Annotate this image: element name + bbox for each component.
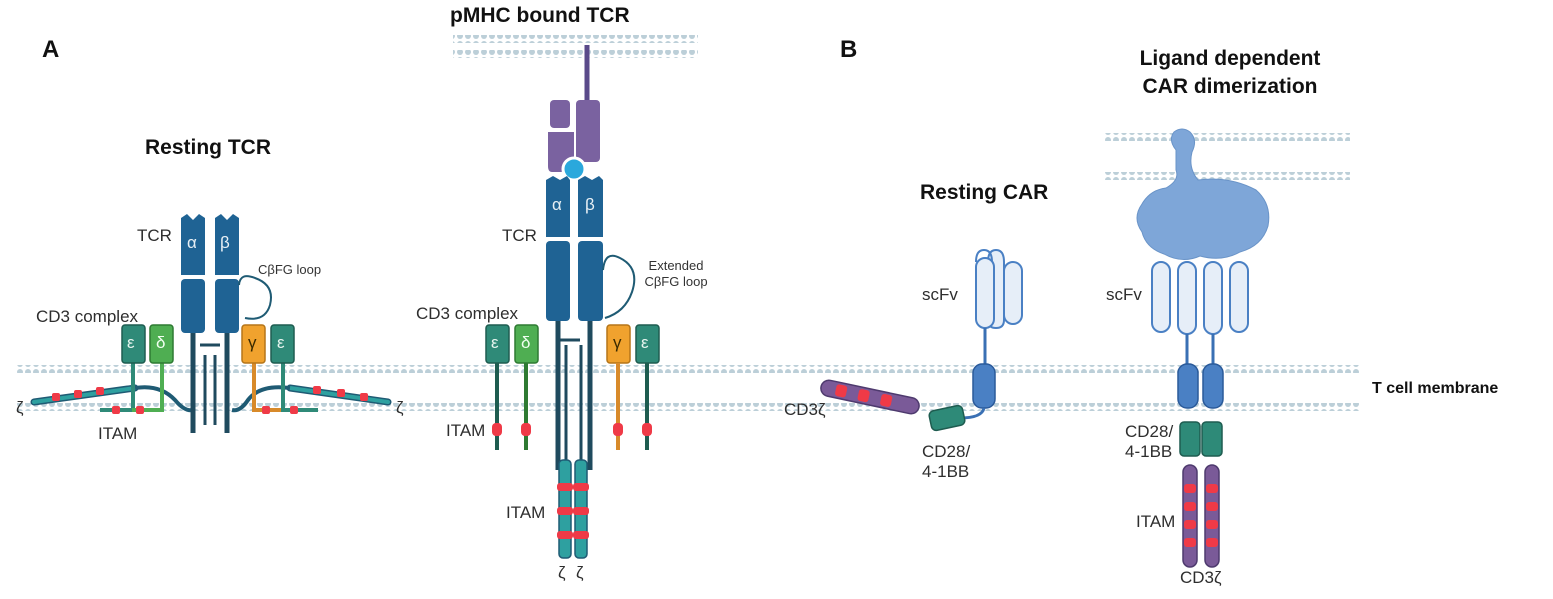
cbfg-loop: [238, 275, 272, 320]
label-cd28-dimer-line2: 4-1BB: [1125, 442, 1173, 461]
cd3-epsilon-left: [121, 324, 146, 364]
label-zeta-left: ζ: [16, 398, 24, 417]
cd3-gamma: [241, 324, 266, 364]
label-scfv-dimer: scFv: [1106, 285, 1142, 304]
label-beta-resting: β: [220, 233, 230, 252]
label-epsilon-resting-left: ε: [127, 333, 135, 352]
extended-cbfg-loop: [602, 254, 636, 319]
tcr-alpha-chain: [181, 214, 205, 433]
label-cd3-complex-bound: CD3 complex: [416, 304, 519, 323]
cd3-delta: [149, 324, 174, 364]
antigen: [1136, 128, 1270, 260]
label-t-cell-membrane: T cell membrane: [1372, 380, 1499, 397]
mhc-domain: [550, 100, 570, 128]
zeta-chain-left: [30, 384, 194, 413]
target-membrane-car: [1105, 133, 1350, 180]
cd3zeta-domain: [820, 379, 920, 415]
label-itam-bound-zeta: ITAM: [506, 503, 546, 522]
label-gamma-bound: γ: [613, 333, 622, 352]
title-pmhc-bound-tcr: pMHC bound TCR: [450, 4, 630, 27]
label-extended-line1: Extended: [648, 258, 704, 273]
label-tcr-resting: TCR: [137, 226, 172, 245]
label-extended-line2: CβFG loop: [644, 274, 708, 289]
label-scfv-resting: scFv: [922, 285, 958, 304]
label-alpha-bound: α: [552, 195, 562, 214]
pmhc-bound-tcr-complex: [485, 45, 660, 559]
label-cd3-complex-resting: CD3 complex: [36, 307, 139, 326]
panel-label-a: A: [42, 36, 60, 63]
title-resting-tcr: Resting TCR: [145, 136, 271, 159]
resting-car: [820, 248, 1023, 432]
dimerized-car: [1136, 128, 1270, 568]
zeta-chain-right: [231, 384, 392, 413]
label-zeta-right: ζ: [396, 398, 404, 417]
panel-label-b: B: [840, 36, 858, 63]
label-epsilon-bound-right: ε: [641, 333, 649, 352]
label-cd28-dimer-line1: CD28/: [1125, 422, 1174, 441]
label-zeta-bound-2: ζ: [576, 563, 584, 582]
peptide: [561, 156, 587, 182]
tcr-beta-chain: [215, 214, 239, 433]
label-zeta-bound-1: ζ: [558, 563, 566, 582]
resting-tcr-complex: [30, 214, 392, 433]
t-cell-membrane: [15, 365, 1360, 411]
label-itam-bound-cd3: ITAM: [446, 421, 486, 440]
hinge-tm: [972, 363, 996, 409]
scfv-domain: [975, 257, 995, 329]
label-gamma-resting: γ: [248, 333, 257, 352]
label-epsilon-bound-left: ε: [491, 333, 499, 352]
cd3-epsilon-right: [270, 324, 295, 364]
label-cd28-resting-line1: CD28/: [922, 442, 971, 461]
label-cd28-resting-line2: 4-1BB: [922, 462, 970, 481]
title-ligand-dependent-line2: CAR dimerization: [1142, 75, 1318, 98]
apc-membrane-pmhc: [453, 35, 698, 58]
title-ligand-dependent-line1: Ligand dependent: [1139, 47, 1321, 70]
label-cd3zeta-dimer: CD3ζ: [1180, 568, 1222, 587]
label-itam-dimer: ITAM: [1136, 512, 1176, 531]
zeta-dimer: [557, 459, 589, 559]
label-delta-resting: δ: [156, 333, 166, 352]
label-tcr-bound: TCR: [502, 226, 537, 245]
label-alpha-resting: α: [187, 233, 197, 252]
title-resting-car: Resting CAR: [920, 181, 1049, 204]
cd28-41bb-domain: [928, 404, 966, 432]
label-epsilon-resting-right: ε: [277, 333, 285, 352]
label-beta-bound: β: [585, 195, 595, 214]
label-cbfg-loop: CβFG loop: [258, 262, 322, 277]
label-delta-bound: δ: [521, 333, 531, 352]
label-cd3zeta-resting: CD3ζ: [784, 400, 826, 419]
label-itam-resting: ITAM: [98, 424, 138, 443]
